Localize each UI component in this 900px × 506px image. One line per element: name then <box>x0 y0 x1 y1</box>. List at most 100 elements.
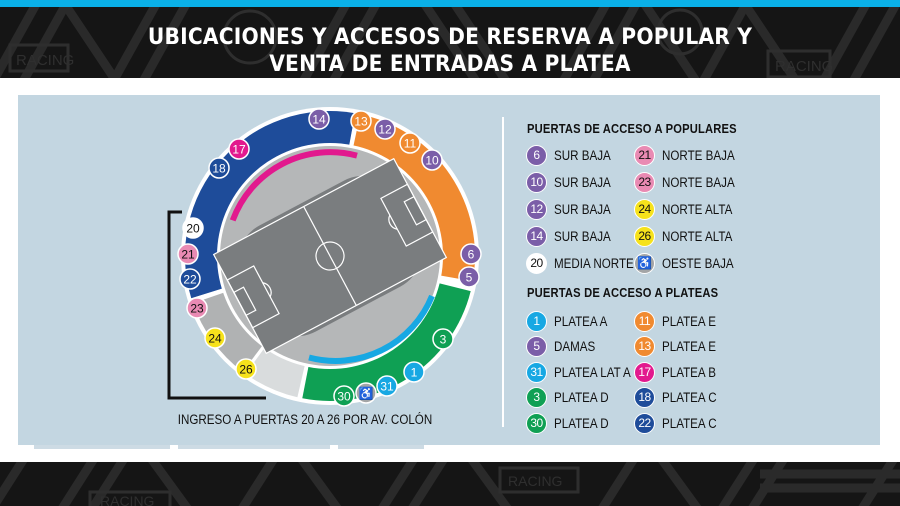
legend-label: SUR BAJA <box>554 228 611 244</box>
gate-6-badge[interactable]: 6 <box>460 243 482 265</box>
gate-12-badge[interactable]: 12 <box>374 118 396 140</box>
gate-badge: 14 <box>526 225 547 247</box>
gate-26-badge[interactable]: 26 <box>235 358 257 380</box>
racing-pattern-background: RACING RACING <box>0 462 900 506</box>
gate-3-badge[interactable]: 3 <box>432 328 454 350</box>
legend-item: 17 PLATEA B <box>634 361 725 383</box>
legend-label: SUR BAJA <box>554 147 611 163</box>
svg-text:14: 14 <box>312 113 326 127</box>
legend-label: PLATEA LAT A <box>554 364 631 380</box>
title-line-1: UBICACIONES Y ACCESOS DE RESERVA A POPUL… <box>147 25 753 50</box>
gate-badge: 23 <box>634 171 655 193</box>
legend-item: 3 PLATEA D <box>526 386 618 408</box>
legend-label: SUR BAJA <box>554 174 611 190</box>
map-caption: INGRESO A PUERTAS 20 A 26 POR AV. COLÓN <box>177 412 433 427</box>
legend-item: 24 NORTE ALTA <box>634 198 744 220</box>
svg-text:31: 31 <box>380 380 394 394</box>
platea-b-arc[interactable] <box>229 149 358 222</box>
legend-item: 5 DAMAS <box>526 335 602 357</box>
legend-item: 20 MEDIA NORTE <box>526 252 647 274</box>
gate-13-badge[interactable]: 13 <box>350 110 372 132</box>
svg-text:RACING: RACING <box>775 58 833 75</box>
legend-divider <box>502 117 504 427</box>
svg-text:24: 24 <box>208 332 222 346</box>
gate-badge: 12 <box>526 198 547 220</box>
gate-badge: 26 <box>634 225 655 247</box>
legend-item: 18 PLATEA C <box>634 386 726 408</box>
platea-a-arc[interactable] <box>308 294 435 364</box>
gate-21-badge[interactable]: 21 <box>177 243 199 265</box>
gate-1-badge[interactable]: 1 <box>403 361 425 383</box>
legend-label: PLATEA C <box>662 415 717 431</box>
gate-18-badge[interactable]: 18 <box>208 157 230 179</box>
gate-badge: 10 <box>526 171 547 193</box>
wheelchair-icon: ♿ <box>634 252 655 274</box>
header-banner: RACING RACING UBICACIONES Y ACCESOS DE R… <box>0 7 900 78</box>
racing-pattern-background: RACING RACING <box>0 7 900 78</box>
gate-24-badge[interactable]: 24 <box>204 327 226 349</box>
legend-label: DAMAS <box>554 338 596 354</box>
legend-item: 6 SUR BAJA <box>526 144 620 166</box>
svg-text:3: 3 <box>440 333 447 347</box>
legend-label: PLATEA C <box>662 389 717 405</box>
svg-text:RACING: RACING <box>100 493 154 506</box>
title-line-2: VENTA DE ENTRADAS A PLATEA <box>269 52 631 77</box>
gate-14-badge[interactable]: 14 <box>308 108 330 130</box>
legend-label: SUR BAJA <box>554 201 611 217</box>
legend-label: PLATEA E <box>662 338 716 354</box>
svg-text:5: 5 <box>466 271 473 285</box>
legend-label: OESTE BAJA <box>662 255 734 271</box>
gate-5-badge[interactable]: 5 <box>458 266 480 288</box>
legend-label: PLATEA D <box>554 415 609 431</box>
legend-item: 23 NORTE BAJA <box>634 171 747 193</box>
gate-10-badge[interactable]: 10 <box>421 149 443 171</box>
legend-label: PLATEA E <box>662 313 716 329</box>
legend-label: NORTE BAJA <box>662 174 735 190</box>
svg-text:13: 13 <box>354 115 368 129</box>
gate-badge: 31 <box>526 361 547 383</box>
legend-label: NORTE ALTA <box>662 201 733 217</box>
gate-badge: 21 <box>634 144 655 166</box>
svg-text:30: 30 <box>337 390 351 404</box>
legend-item: 10 SUR BAJA <box>526 171 620 193</box>
legend-item: 11 PLATEA E <box>634 310 725 332</box>
legend-label: NORTE BAJA <box>662 147 735 163</box>
top-accent-bar <box>0 0 900 7</box>
svg-text:6: 6 <box>468 248 475 262</box>
accessible-gate-badge[interactable]: ♿ <box>355 382 377 404</box>
gate-11-badge[interactable]: 11 <box>399 132 421 154</box>
gate-badge: 24 <box>634 198 655 220</box>
svg-text:26: 26 <box>239 363 253 377</box>
panel-shadow-line <box>178 445 330 449</box>
gate-badge: 3 <box>526 386 547 408</box>
svg-text:17: 17 <box>232 143 246 157</box>
football-pitch <box>212 157 448 355</box>
gate-30-badge[interactable]: 30 <box>333 385 355 407</box>
legend-item: 14 SUR BAJA <box>526 225 620 247</box>
svg-text:20: 20 <box>186 222 200 236</box>
gate-badge: 1 <box>526 310 547 332</box>
legend-label: PLATEA B <box>662 364 716 380</box>
legend-item: 13 PLATEA E <box>634 335 725 357</box>
svg-text:10: 10 <box>425 154 439 168</box>
gate-badge: 18 <box>634 386 655 408</box>
legend-item: 26 NORTE ALTA <box>634 225 744 247</box>
legend-item: 31 PLATEA LAT A <box>526 361 643 383</box>
legend-heading-populares: PUERTAS DE ACCESO A POPULARES <box>527 121 737 136</box>
gate-20-badge[interactable]: 20 <box>182 217 204 239</box>
gate-23-badge[interactable]: 23 <box>186 297 208 319</box>
gate-31-badge[interactable]: 31 <box>376 375 398 397</box>
legend-label: MEDIA NORTE <box>554 255 634 271</box>
colon-access-bracket <box>167 210 266 400</box>
legend-label: NORTE ALTA <box>662 228 733 244</box>
legend-item: 1 PLATEA A <box>526 310 616 332</box>
gate-22-badge[interactable]: 22 <box>179 268 201 290</box>
gate-badges: 14 13 12 11 10 17 18 20 21 22 23 24 26 6… <box>177 108 482 407</box>
legend-item: ♿ OESTE BAJA <box>634 252 745 274</box>
gate-17-badge[interactable]: 17 <box>228 138 250 160</box>
legend-item: 12 SUR BAJA <box>526 198 620 220</box>
gate-badge: 6 <box>526 144 547 166</box>
svg-text:1: 1 <box>411 366 418 380</box>
svg-text:RACING: RACING <box>16 52 74 69</box>
gate-badge: 13 <box>634 335 655 357</box>
